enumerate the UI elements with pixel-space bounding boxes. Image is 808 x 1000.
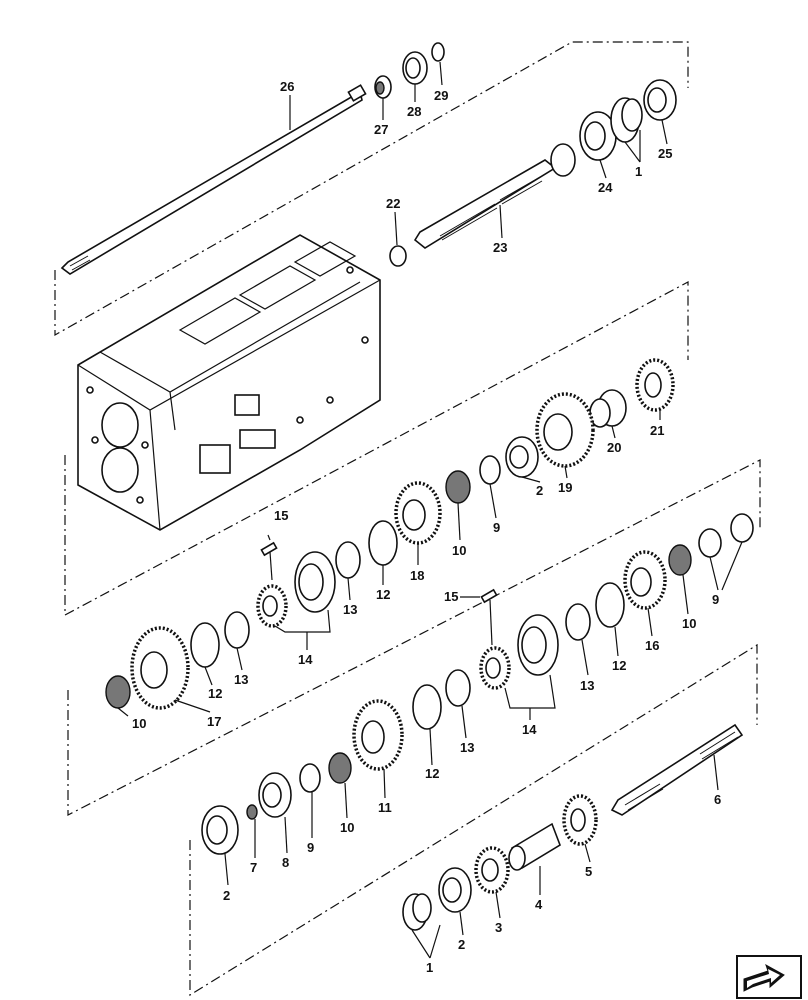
- gear-19: [535, 392, 595, 468]
- label-3: 3: [495, 920, 502, 935]
- gear-17: [130, 626, 190, 710]
- label-12-left: 12: [208, 686, 222, 701]
- bush-22: [389, 245, 407, 267]
- label-15-right: 15: [444, 589, 458, 604]
- label-17: 17: [207, 714, 221, 729]
- bearing-8: [258, 772, 292, 818]
- assembly-guide-lines: [54, 41, 761, 997]
- label-11: 11: [378, 800, 392, 815]
- gear-5: [562, 794, 598, 846]
- needle-10-mid: [445, 470, 471, 504]
- sleeve-20: [589, 389, 627, 428]
- transmission-housing: [77, 234, 381, 531]
- label-18: 18: [410, 568, 424, 583]
- rings-1-lower: [402, 893, 432, 931]
- gear-3: [474, 846, 510, 894]
- label-13-lower: 13: [460, 740, 474, 755]
- ring-13-right: [565, 603, 591, 641]
- bearing-2-lower-right: [438, 867, 472, 913]
- ring-12-left: [190, 622, 220, 668]
- label-8: 8: [282, 855, 289, 870]
- ring-12-right: [595, 582, 625, 628]
- nut-7: [246, 804, 258, 820]
- key-15-right: [480, 588, 498, 646]
- label-20: 20: [607, 440, 621, 455]
- label-1-lower: 1: [426, 960, 433, 975]
- ring-13-mid: [335, 541, 361, 579]
- label-12-mid: 12: [376, 587, 390, 602]
- label-15-mid: 15: [274, 508, 288, 523]
- gear-11: [352, 699, 404, 771]
- label-10-mid: 10: [452, 543, 466, 558]
- label-6: 6: [714, 792, 721, 807]
- bushes-9-right: [698, 513, 754, 558]
- ring-13-left: [224, 611, 250, 649]
- needle-10-left: [105, 675, 131, 709]
- label-2-mid: 2: [536, 483, 543, 498]
- bearing-2-mid: [505, 436, 539, 478]
- synchro-14-mid: [256, 551, 336, 628]
- label-10-lower: 10: [340, 820, 354, 835]
- bush-9-lower: [299, 763, 321, 793]
- label-13-mid: 13: [343, 602, 357, 617]
- ring-12-mid: [368, 520, 398, 566]
- label-4: 4: [535, 897, 543, 912]
- label-13-left: 13: [234, 672, 248, 687]
- label-13-right: 13: [580, 678, 594, 693]
- shaft-6: [610, 723, 744, 816]
- label-2-lower-left: 2: [223, 888, 230, 903]
- label-5: 5: [585, 864, 592, 879]
- key-15-mid: [260, 541, 278, 581]
- rings-1-upper: [610, 97, 643, 143]
- label-21: 21: [650, 423, 664, 438]
- label-10-left: 10: [132, 716, 146, 731]
- seal-25: [643, 79, 677, 121]
- label-28: 28: [407, 104, 421, 119]
- label-10-right: 10: [682, 616, 696, 631]
- label-26: 26: [280, 79, 294, 94]
- leader-lines: [117, 61, 743, 959]
- next-page-button[interactable]: [736, 955, 802, 999]
- arrow-next-icon: [743, 963, 785, 992]
- label-24: 24: [598, 180, 613, 195]
- sleeve-4: [508, 822, 561, 871]
- gear-21: [635, 358, 675, 412]
- label-9-mid: 9: [493, 520, 500, 535]
- label-16: 16: [645, 638, 659, 653]
- gear-18: [394, 481, 442, 545]
- label-27: 27: [374, 122, 388, 137]
- label-9-right: 9: [712, 592, 719, 607]
- needle-10-right: [668, 544, 692, 576]
- callout-labels: 26 27 28 29 22 23 24 1 25 21 20 19 2 9 1…: [132, 79, 721, 975]
- ring-29: [431, 42, 445, 62]
- synchro-14-right: [479, 614, 559, 690]
- label-22: 22: [386, 196, 400, 211]
- label-2-lower-right: 2: [458, 937, 465, 952]
- label-1-upper: 1: [635, 164, 642, 179]
- label-14-mid: 14: [298, 652, 313, 667]
- ring-13-lower: [445, 669, 471, 707]
- label-23: 23: [493, 240, 507, 255]
- label-12-lower: 12: [425, 766, 439, 781]
- bearing-27: [374, 75, 392, 99]
- label-19: 19: [558, 480, 572, 495]
- bush-9-mid: [479, 455, 501, 485]
- needle-10-lower: [328, 752, 352, 784]
- label-12-right: 12: [612, 658, 626, 673]
- label-9-lower: 9: [307, 840, 314, 855]
- label-25: 25: [658, 146, 672, 161]
- label-14-right: 14: [522, 722, 537, 737]
- gear-16: [623, 550, 667, 610]
- ring-12-lower: [412, 684, 442, 730]
- bearing-24: [579, 111, 617, 161]
- label-7: 7: [250, 860, 257, 875]
- shaft-23: [413, 143, 576, 249]
- bearing-28: [402, 51, 428, 85]
- bearing-2-lower-left: [201, 805, 239, 855]
- shaft-26: [60, 84, 367, 275]
- label-29: 29: [434, 88, 448, 103]
